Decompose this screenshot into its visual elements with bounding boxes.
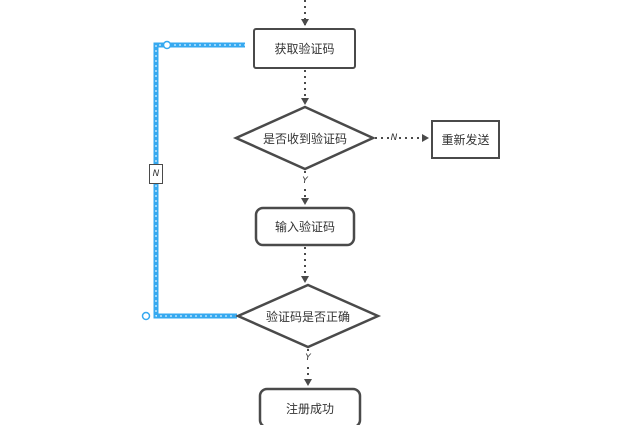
node-resend[interactable] — [431, 120, 500, 159]
node-register-success[interactable] — [258, 387, 362, 425]
edge-handle-mid[interactable] — [162, 40, 172, 50]
edge-loop-no[interactable] — [155, 44, 245, 317]
node-received-code[interactable] — [232, 105, 377, 171]
edge-label-loop-no[interactable]: N — [149, 164, 163, 184]
node-code-correct[interactable] — [234, 283, 382, 349]
edge-loop-selected-glow[interactable] — [153, 42, 245, 319]
edge-handle-start[interactable] — [141, 311, 151, 321]
node-get-code[interactable] — [253, 28, 356, 69]
node-input-code[interactable] — [254, 206, 356, 247]
